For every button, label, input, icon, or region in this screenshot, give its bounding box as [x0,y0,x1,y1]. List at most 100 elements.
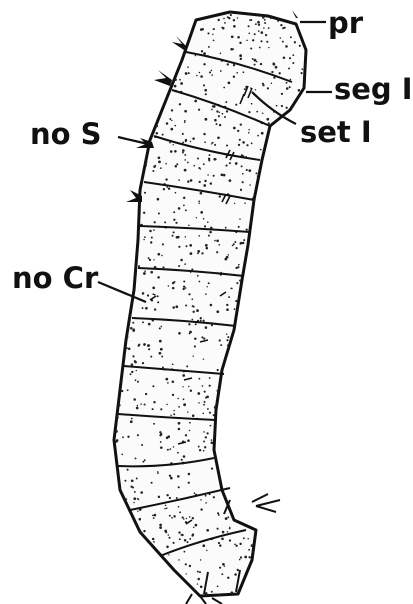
stipple-dot [252,39,254,41]
stipple-dot [156,576,158,578]
stipple-dot [138,265,140,267]
stipple-dot [293,225,296,228]
stipple-dot [176,14,178,16]
stipple-dot [168,537,170,539]
stipple-dot [299,499,302,502]
stipple-dot [216,390,218,392]
stipple-dot [239,365,241,367]
stipple-dot [243,239,245,241]
stipple-dot [151,482,153,484]
stipple-dot [178,207,181,210]
stipple-dot [139,80,141,82]
stipple-dot [258,24,260,26]
stipple-dot [205,118,208,121]
stipple-dot [140,403,141,404]
stipple-dot [165,378,168,381]
stipple-dot [240,556,242,558]
stipple-dot [189,244,192,247]
stipple-dot [281,356,284,359]
stipple-dot [276,288,278,290]
stipple-dot [120,24,123,27]
stipple-dot [277,570,280,573]
stipple-dot [237,36,240,39]
stipple-dot [273,179,275,181]
stipple-dot [262,360,263,361]
stipple-dot [150,82,152,84]
stipple-dot [296,186,298,188]
stipple-dot [239,543,241,545]
stipple-dot [267,324,268,325]
stipple-dot [109,16,111,18]
stipple-dot [131,418,133,420]
stipple-dot [231,35,234,38]
stipple-dot [144,236,146,238]
stipple-dot [211,70,213,72]
stipple-dot [265,184,267,186]
stipple-dot [122,542,123,543]
stipple-dot [286,87,289,90]
stipple-dot [142,321,144,323]
stipple-dot [124,171,126,173]
stipple-dot [261,132,264,135]
stipple-dot [258,352,259,353]
stipple-dot [113,391,116,394]
stipple-dot [262,16,265,19]
stipple-dot [147,91,149,93]
stipple-dot [187,162,189,164]
stipple-dot [283,56,286,59]
stipple-dot [178,14,180,16]
stipple-dot [287,520,290,523]
stipple-dot [159,340,162,343]
stipple-dot [241,440,243,442]
stipple-dot [200,75,203,78]
stipple-dot [249,314,252,317]
stipple-dot [229,527,231,529]
stipple-dot [238,144,240,146]
stipple-dot [268,27,270,29]
stipple-dot [281,93,283,95]
stipple-dot [152,385,154,387]
stipple-dot [236,488,238,490]
stipple-dot [154,100,156,102]
stipple-dot [267,378,270,381]
stipple-dot [227,63,229,65]
stipple-dot [214,119,217,122]
stipple-dot [257,327,259,329]
stipple-dot [230,385,232,387]
stipple-dot [191,298,193,300]
stipple-dot [133,328,135,330]
stipple-dot [211,467,213,469]
stipple-dot [268,249,270,251]
stipple-dot [110,392,112,394]
stipple-dot [307,258,309,260]
stipple-dot [307,479,310,482]
stipple-dot [283,400,285,402]
stipple-dot [114,193,116,195]
stipple-dot [147,35,148,36]
stipple-dot [286,107,288,109]
stipple-dot [176,163,178,165]
stipple-dot [271,71,273,73]
stipple-dot [179,511,181,513]
stipple-dot [249,433,251,435]
stipple-dot [260,546,262,548]
stipple-dot [226,339,228,341]
stipple-dot [303,161,306,164]
stipple-dot [258,30,260,32]
stipple-dot [258,422,260,424]
stipple-dot [140,491,143,494]
stipple-dot [183,286,185,288]
stipple-dot [121,86,123,88]
stipple-dot [205,326,208,329]
stipple-dot [115,430,118,433]
stipple-dot [119,77,121,79]
stipple-dot [134,181,136,183]
stipple-dot [307,471,309,473]
stipple-dot [118,66,120,68]
stipple-dot [142,102,144,104]
stipple-dot [169,515,171,517]
stipple-dot [161,38,163,40]
stipple-dot [162,134,164,136]
stipple-dot [199,449,201,451]
stipple-dot [178,428,181,431]
